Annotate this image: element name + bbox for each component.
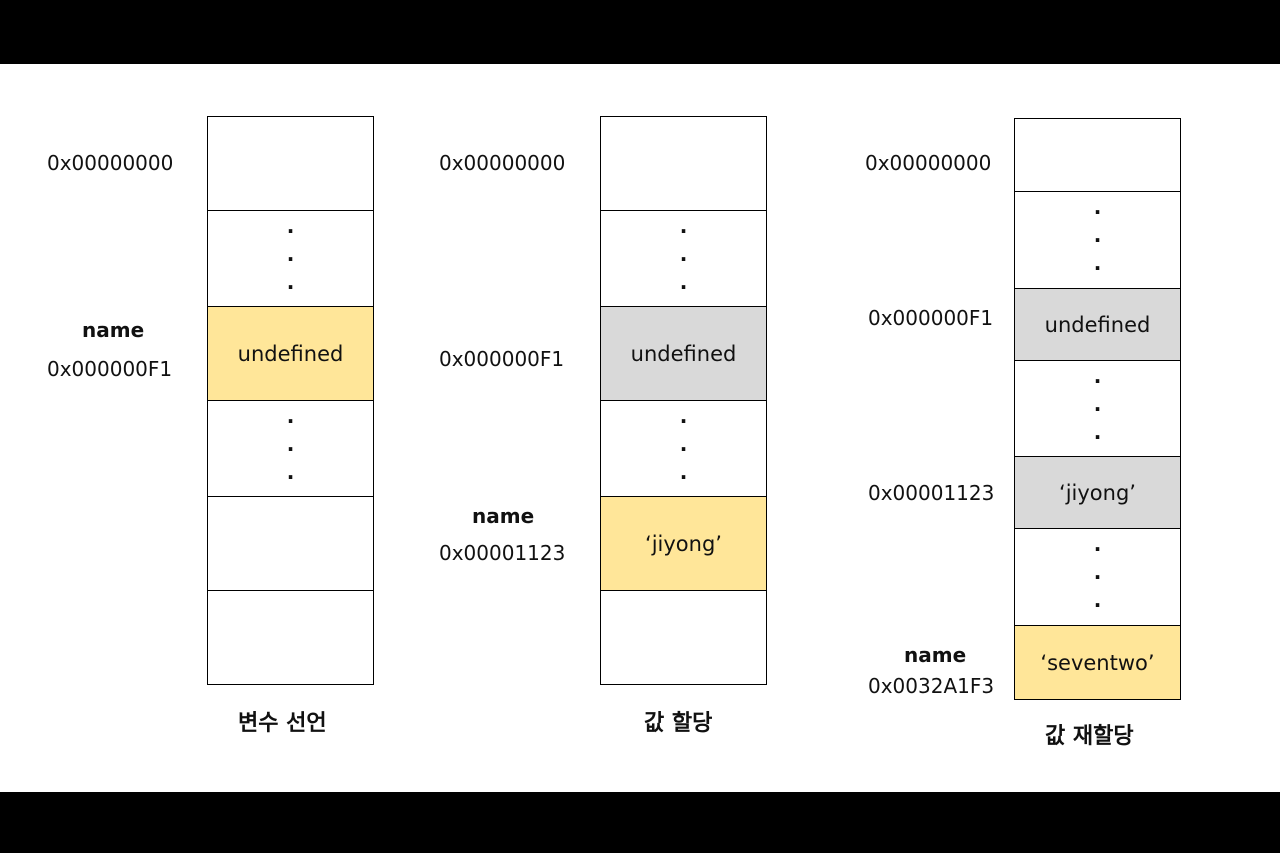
- top-letterbox-bar: [0, 0, 1280, 64]
- address-label: 0x00001123: [868, 481, 995, 505]
- bottom-letterbox-bar: [0, 792, 1280, 853]
- memory-cell-stale: undefined: [600, 306, 767, 401]
- memory-cell: [1014, 118, 1181, 192]
- memory-ellipsis: ···: [600, 400, 767, 497]
- memory-cell-current: ‘seventwo’: [1014, 625, 1181, 700]
- memory-cell-stale: undefined: [1014, 288, 1181, 361]
- address-label: 0x00000000: [439, 151, 566, 175]
- memory-ellipsis: ···: [1014, 360, 1181, 457]
- panel-caption: 값 재할당: [1045, 724, 1134, 749]
- memory-cell: [207, 496, 374, 591]
- memory-ellipsis: ···: [207, 210, 374, 307]
- memory-cell-current: undefined: [207, 306, 374, 401]
- variable-name-label: name: [472, 504, 535, 528]
- memory-cell: [207, 590, 374, 685]
- memory-ellipsis: ···: [1014, 191, 1181, 289]
- address-label: 0x00000000: [865, 151, 992, 175]
- address-label: 0x00000000: [47, 151, 174, 175]
- memory-ellipsis: ···: [600, 210, 767, 307]
- memory-cell: [600, 116, 767, 211]
- memory-cell-current: ‘jiyong’: [600, 496, 767, 591]
- address-label: 0x000000F1: [47, 357, 173, 381]
- panel-caption: 변수 선언: [238, 711, 327, 736]
- variable-name-label: name: [904, 643, 967, 667]
- address-label: 0x000000F1: [868, 306, 994, 330]
- address-label: 0x0032A1F3: [868, 674, 995, 698]
- memory-cell: [600, 590, 767, 685]
- memory-cell-stale: ‘jiyong’: [1014, 456, 1181, 529]
- memory-ellipsis: ···: [207, 400, 374, 497]
- memory-ellipsis: ···: [1014, 528, 1181, 626]
- panel-caption: 값 할당: [644, 711, 713, 736]
- address-label: 0x00001123: [439, 541, 566, 565]
- memory-cell: [207, 116, 374, 211]
- address-label: 0x000000F1: [439, 347, 565, 371]
- variable-name-label: name: [82, 318, 145, 342]
